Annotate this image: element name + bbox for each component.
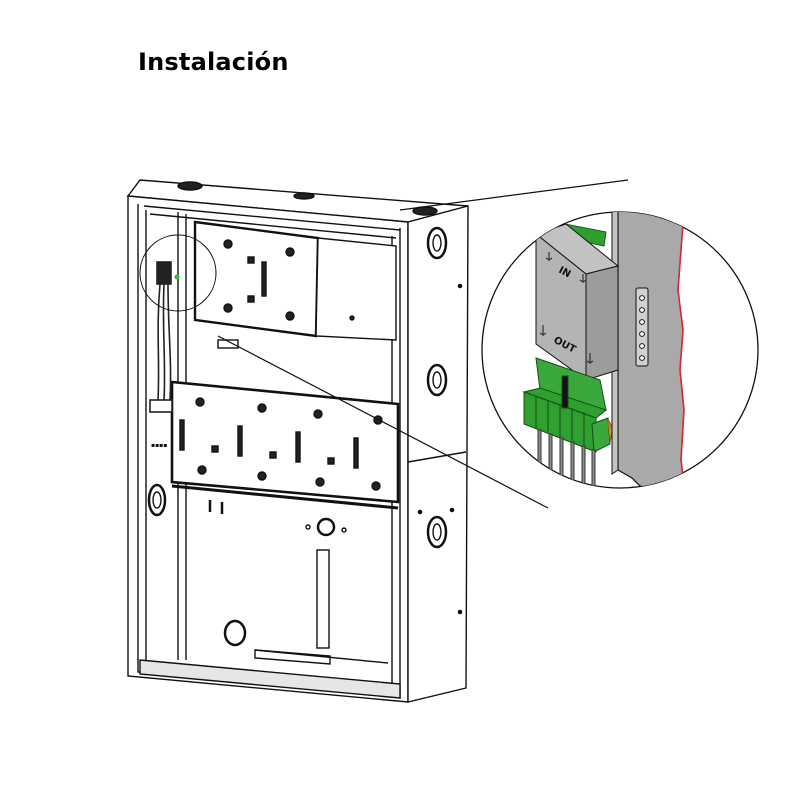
green-connector (522, 357, 613, 488)
expansion-module: IN OUT (534, 223, 620, 381)
arrow-down-icon (539, 252, 594, 365)
svg-text:▪▪▪▪: ▪▪▪▪ (151, 442, 167, 449)
leader-lines (217, 179, 629, 509)
enclosure: ▪▪▪▪ (126, 179, 469, 703)
page-title: Instalación (138, 48, 289, 76)
upper-board (193, 220, 397, 349)
cable-harness: ▪▪▪▪ (149, 261, 180, 449)
connector-pin (537, 429, 596, 488)
side-knockout (426, 226, 448, 549)
lower-board (170, 380, 400, 514)
mounting-panel (611, 212, 687, 488)
in-label: IN (557, 265, 573, 280)
detail-view: IN OUT (481, 211, 759, 489)
